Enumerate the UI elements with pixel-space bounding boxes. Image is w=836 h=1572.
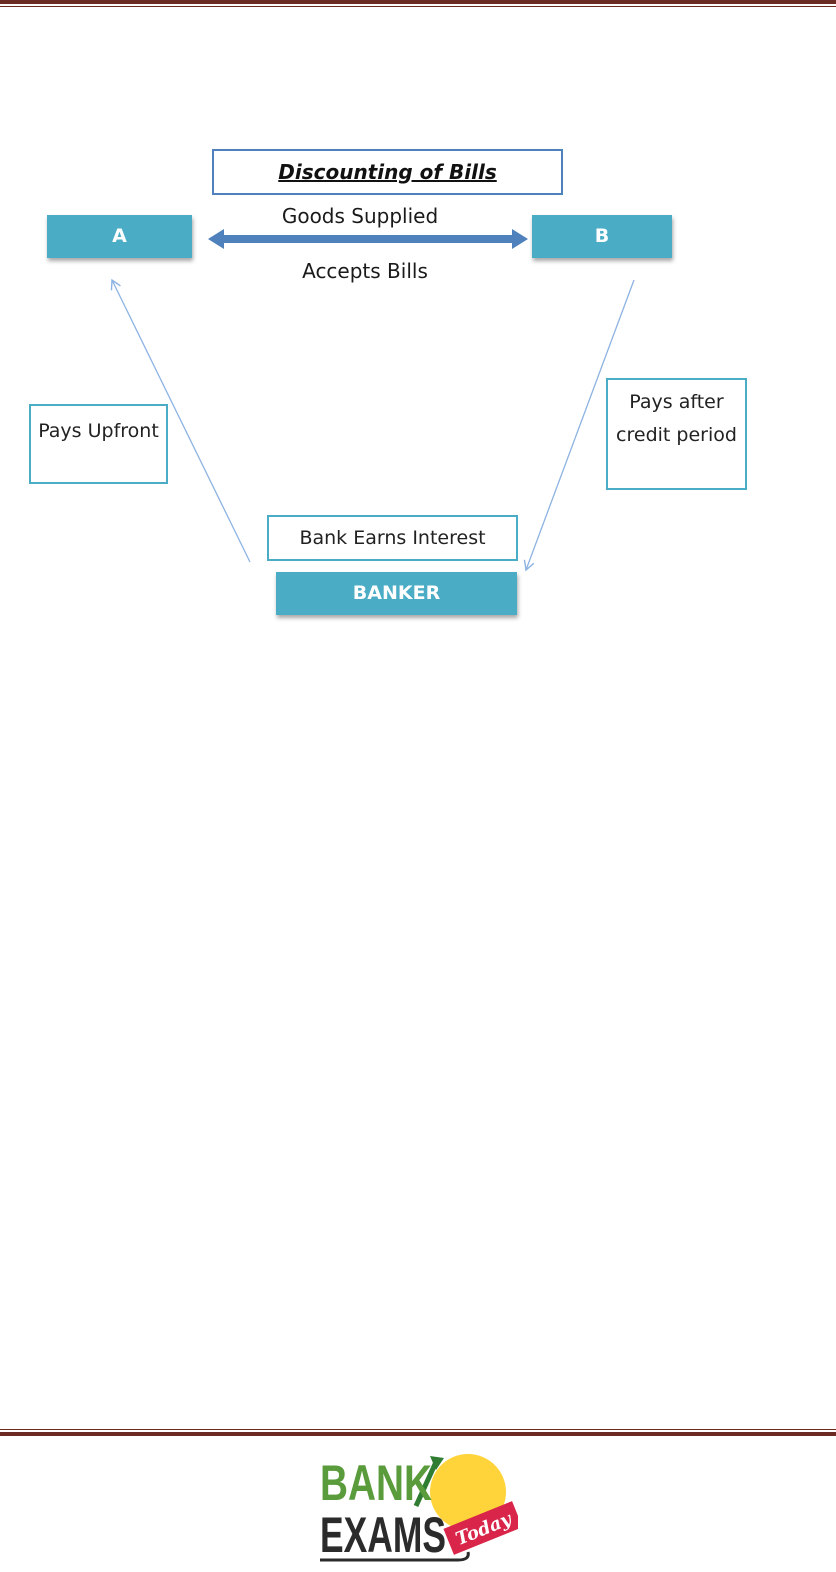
goods-supplied-label: Goods Supplied bbox=[281, 204, 439, 228]
logo-underline bbox=[320, 1551, 470, 1562]
bank-exams-today-logo: BANK EXAMS Today bbox=[320, 1454, 518, 1563]
logo-word-exams: EXAMS bbox=[320, 1507, 446, 1563]
growth-arrow-icon bbox=[413, 1456, 444, 1508]
pays-after-credit-box: Pays after credit period bbox=[606, 378, 747, 490]
goods-bills-double-arrow bbox=[208, 229, 528, 249]
logo-word-bank: BANK bbox=[320, 1455, 432, 1511]
node-banker-label: BANKER bbox=[352, 582, 441, 604]
accepts-bills-label: Accepts Bills bbox=[302, 259, 428, 283]
node-a-label: A bbox=[112, 225, 127, 247]
node-b-label: B bbox=[594, 225, 610, 247]
diagram-title-box: Discounting of Bills bbox=[212, 149, 563, 195]
node-a: A bbox=[47, 215, 192, 258]
node-banker: BANKER bbox=[276, 572, 517, 615]
banker-to-a-arrow bbox=[110, 278, 251, 563]
pays-upfront-label: Pays Upfront bbox=[38, 420, 159, 442]
bank-earns-interest-box: Bank Earns Interest bbox=[267, 515, 518, 561]
node-b: B bbox=[532, 215, 672, 258]
footer-rule bbox=[0, 1429, 836, 1436]
bank-earns-interest-label: Bank Earns Interest bbox=[299, 527, 486, 549]
header-rule bbox=[0, 0, 836, 7]
b-to-banker-arrow bbox=[523, 279, 635, 572]
pays-upfront-box: Pays Upfront bbox=[29, 404, 168, 484]
diagram-title: Discounting of Bills bbox=[278, 160, 497, 184]
pays-after-credit-label: Pays after credit period bbox=[616, 391, 737, 446]
